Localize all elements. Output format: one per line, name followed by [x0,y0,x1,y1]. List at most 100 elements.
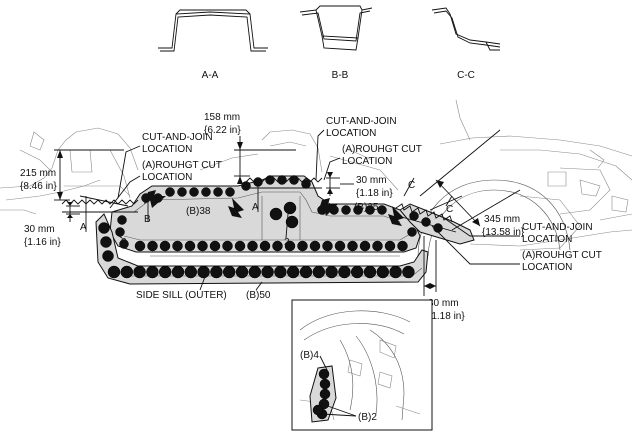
cut-and-join-left-line2: LOCATION [142,144,192,155]
spot-weld [397,240,408,252]
spot-weld [289,175,299,185]
rough-cut-right-line1: (A)ROUHGT CUT [522,250,602,261]
spot-weld [353,205,363,215]
cut-line-rear [395,195,463,233]
spot-weld [338,265,351,279]
spot-weld [359,240,371,252]
spot-weld [301,179,311,189]
callout-cut-and-join-center: CUT-AND-JOIN LOCATION [315,116,397,181]
weld-group-b38-label: (B)38 [186,206,211,217]
dim-158-in-label: {6.22 in} [204,125,241,136]
rough-cut-right-line2: LOCATION [522,262,572,273]
weld-count-two-left: 2 [121,237,127,248]
spot-weld [241,181,251,191]
dim-30b-mm-label: 30 mm [356,175,387,186]
spot-weld [312,265,326,279]
marker-a-center: A [252,202,259,213]
spot-weld [197,265,210,279]
cut-and-join-right-line1: CUT-AND-JOIN [522,222,593,233]
spot-weld [120,265,134,279]
section-label-c-c: C-C [457,70,475,81]
spot-weld [350,265,364,279]
spot-weld [389,265,402,279]
weld-count-two-center: 2 [284,237,290,248]
spot-weld [402,265,415,279]
dim-30c-in-label: {1.18 in} [428,311,465,322]
spot-weld [225,187,235,197]
spot-weld [365,205,375,215]
spot-weld [299,265,313,279]
inset-spot-weld [312,404,324,416]
cut-and-join-right-line2: LOCATION [522,234,572,245]
detail-inset-rear-welds: (B)4 (B)2 [291,299,433,431]
spot-weld [177,187,187,197]
dimension-158mm: 158 mm {6.22 in} [204,112,296,184]
spot-weld [376,265,390,279]
rough-cut-center-line2: LOCATION [342,156,392,167]
spot-weld [209,240,221,252]
spot-weld [197,240,208,252]
dimension-345mm: 345 mm {13.58 in} [419,129,525,238]
section-marker-b: B [144,200,151,225]
marker-a-left: A [80,222,87,233]
spot-weld [107,265,121,279]
spot-weld [322,240,333,252]
dimension-215mm: 215 mm {8.46 in} [20,149,124,201]
spot-weld [172,240,183,252]
spot-weld [189,187,199,197]
spot-weld [222,265,236,279]
cut-and-join-left-line1: CUT-AND-JOIN [142,132,213,143]
spot-weld [201,187,211,197]
spot-weld [274,265,287,279]
body-structure-background [0,99,633,259]
spot-weld [247,240,258,252]
cut-arrow-center-right [318,198,338,216]
spot-weld [272,240,283,252]
dimension-30mm-left: 30 mm {1.16 in} [24,202,80,248]
spot-weld [213,187,223,197]
dim-30a-in-label: {1.16 in} [24,237,61,248]
section-marker-c-lower: C [445,195,453,215]
rough-cut-left-line1: (A)ROUHGT CUT [142,160,222,171]
spot-weld [265,175,275,185]
callout-rough-cut-center: (A)ROUHGT CUT LOCATION [323,144,422,181]
inset-spot-weld [319,388,331,400]
weld-group-b50-label: (B)50 [246,290,271,301]
marker-c-upper: C [408,180,415,191]
rough-cut-left-line2: LOCATION [142,172,192,183]
spot-weld [297,240,308,252]
spot-weld [384,240,396,252]
spot-weld [284,240,296,252]
spot-weld [334,240,346,252]
spot-weld [277,175,287,185]
side-sill-outer-label: SIDE SILL (OUTER) [136,290,227,301]
dim-30b-in-label: {1.18 in} [356,188,393,199]
dimension-30mm-rear: 30 mm {1.18 in} [423,236,465,322]
callout-rough-cut-right: (A)ROUHGT CUT LOCATION [431,225,602,273]
section-marker-a-center: A [252,184,259,213]
spot-weld [98,222,110,234]
dim-345-mm-label: 345 mm [484,214,520,225]
spot-weld [269,207,283,221]
spot-weld [341,205,351,215]
cut-arrow-center-left [228,198,244,218]
spot-weld [372,240,383,252]
spot-weld [234,240,246,252]
inset-weld-b4-label: (B)4 [300,350,319,361]
inner-sill-panel [109,175,421,253]
spot-weld [325,265,338,279]
section-marker-c-upper: C [403,177,415,197]
spot-weld [259,240,271,252]
spot-weld [115,227,125,237]
inset-spot-weld [319,378,331,390]
inset-weld-b2-label: (B)2 [358,412,377,423]
spot-weld [222,240,233,252]
dim-215-mm-label: 215 mm [20,168,56,179]
marker-b: B [144,214,151,225]
spot-weld [158,265,172,279]
cut-line-left [61,195,139,213]
dim-30a-mm-label: 30 mm [24,224,55,235]
spot-weld [210,265,223,279]
section-marker-a-left: A [80,196,87,233]
